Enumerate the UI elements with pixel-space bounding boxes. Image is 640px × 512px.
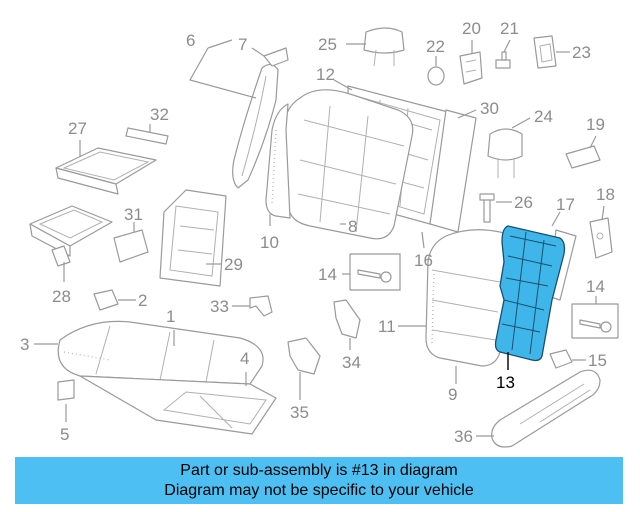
part-14-bolt-set-a [349,253,401,291]
callout-17: 17 [556,195,575,214]
callout-28: 28 [52,287,71,306]
part-33-bracket [249,295,273,317]
callout-29: 29 [224,255,243,274]
callout-9: 9 [448,385,457,404]
callout-15: 15 [588,351,607,370]
callout-34: 34 [342,353,361,372]
part-36-ski-bag [491,369,601,448]
part-18-bracket [589,217,613,259]
callout-23: 23 [572,43,591,62]
part-5-clip [57,379,75,401]
callout-27: 27 [68,119,87,138]
callout-6: 6 [186,31,195,50]
callout-13: 13 [496,373,515,392]
part-21-bolt [495,51,511,69]
callout-18: 18 [596,185,615,204]
callout-5: 5 [60,425,69,444]
part-20-bracket [459,51,483,85]
callout-35: 35 [290,403,309,422]
callout-11: 11 [378,317,396,336]
part-25-headrest [363,27,405,67]
part-13-backrest-frame-highlighted [494,225,566,362]
callout-21: 21 [500,19,519,38]
callout-7: 7 [238,35,247,54]
callout-4: 4 [240,349,249,368]
part-34-bracket [333,299,361,339]
part-6-side-trim [232,63,279,189]
part-7-clip [263,47,289,67]
callout-2: 2 [138,291,147,310]
callout-36: 36 [454,427,473,446]
callout-25: 25 [318,35,337,54]
callout-19: 19 [586,115,605,134]
part-22-cap [427,66,445,86]
part-4-seat-frame [79,375,277,435]
callout-14-a: 14 [318,265,337,284]
info-banner: Part or sub-assembly is #13 in diagram D… [15,457,623,504]
part-9-backrest-cushion-right [425,229,513,367]
parts-diagram: 1 2 3 4 5 6 7 8 9 10 11 12 13 14 14 15 1… [20,19,619,448]
part-23-latch-cover [533,35,557,69]
callout-26: 26 [514,193,533,212]
callout-31: 31 [124,205,143,224]
callout-32: 32 [150,105,169,124]
part-27-armrest [55,147,157,195]
part-29-frame [159,189,227,287]
callout-10: 10 [260,233,279,252]
callout-16: 16 [414,251,433,270]
callout-3: 3 [20,335,29,354]
callout-20: 20 [462,19,481,38]
part-35-bracket [287,337,321,375]
callout-14-b: 14 [586,277,605,296]
banner-line-1: Part or sub-assembly is #13 in diagram [180,462,458,479]
part-1-seat-cushion [57,320,264,385]
callout-1: 1 [166,307,175,326]
callout-30: 30 [480,99,499,118]
part-19-bracket [565,145,601,169]
part-31-bracket [113,229,149,263]
part-10-backrest-bolster [265,103,291,219]
part-26-bolt [479,193,495,223]
callout-8: 8 [348,217,357,236]
callout-33: 33 [210,297,229,316]
part-32-pad [125,127,169,145]
part-28-hinge [29,205,113,267]
banner-line-2: Diagram may not be specific to your vehi… [164,482,474,499]
part-24-headrest [487,128,523,178]
part-15-clip [549,349,573,369]
callout-22: 22 [426,37,445,56]
part-2-clip [93,289,119,311]
callout-12: 12 [316,65,335,84]
part-14-bolt-set-b [571,303,619,339]
callout-24: 24 [534,107,553,126]
